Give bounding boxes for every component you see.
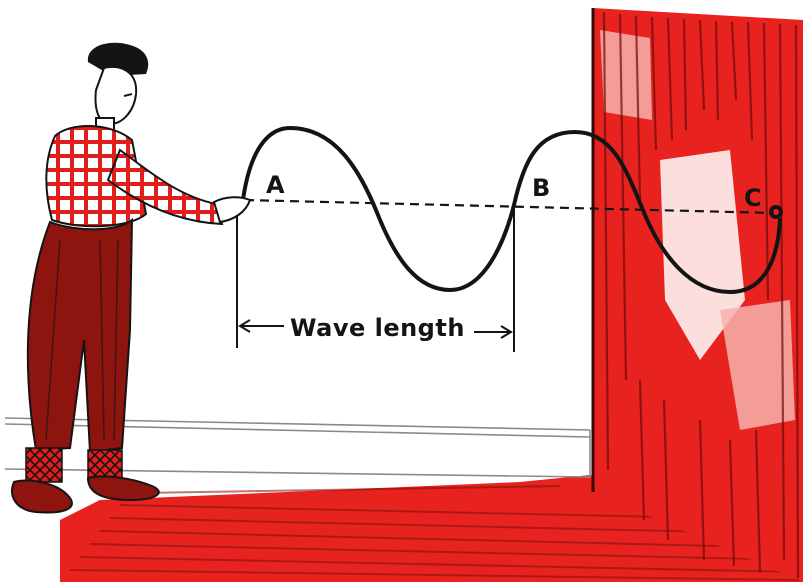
point-c-label: C bbox=[744, 186, 762, 210]
point-b-label: B bbox=[532, 176, 550, 200]
door bbox=[593, 8, 803, 582]
point-a-label: A bbox=[266, 173, 285, 197]
boy-figure bbox=[12, 43, 250, 513]
wavelength-label: Wave length bbox=[290, 316, 465, 340]
